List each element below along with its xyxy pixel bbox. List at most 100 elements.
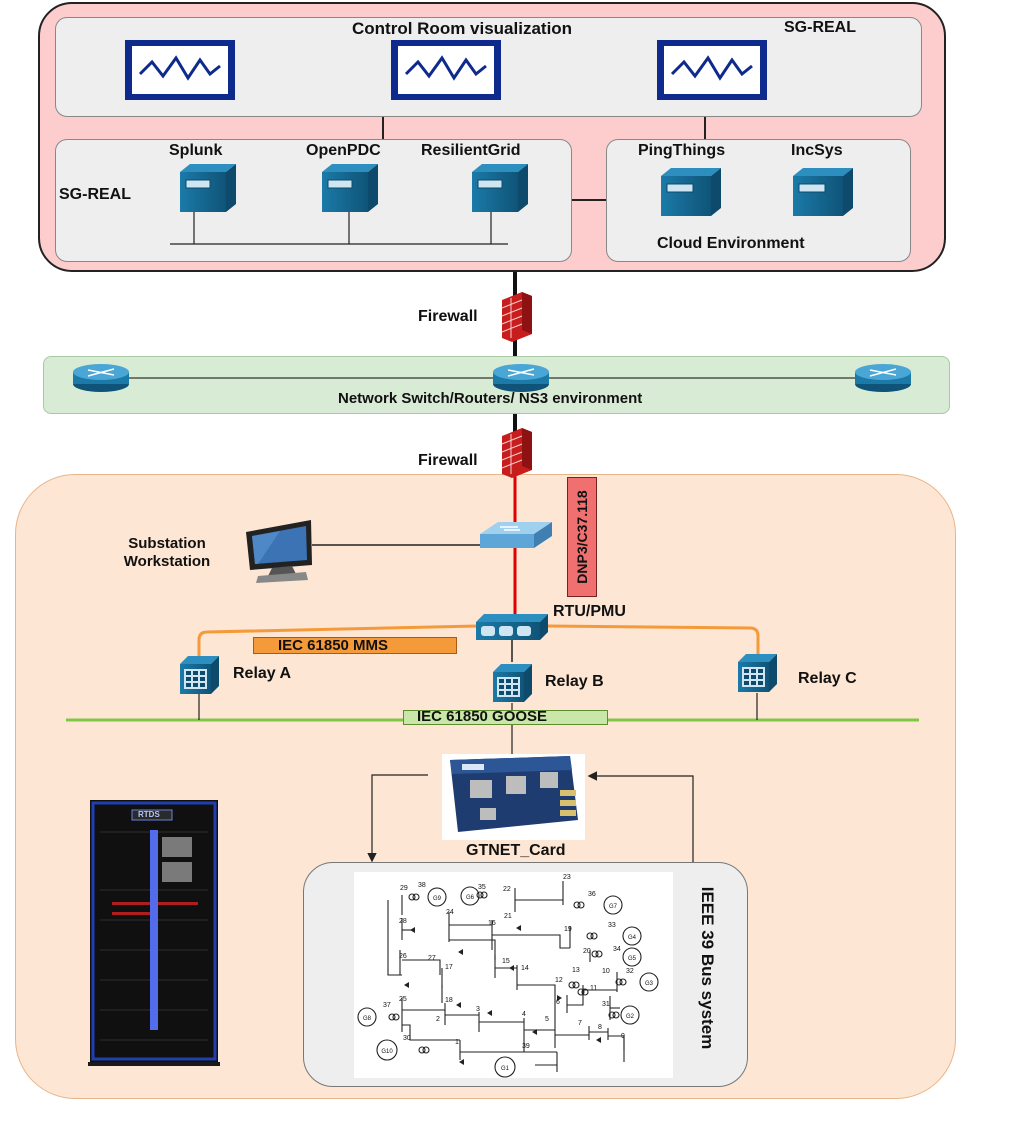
bus-number-17: 17 xyxy=(445,964,453,971)
server-label-incsys: IncSys xyxy=(791,142,843,159)
server-icon-pingthings xyxy=(661,168,721,216)
rtu-pmu-icon xyxy=(476,614,548,640)
generator-label-g9: G9 xyxy=(433,896,442,902)
workstation-icon xyxy=(246,520,312,583)
router-icon-center xyxy=(493,364,549,392)
bus-number-20: 20 xyxy=(583,948,591,955)
rtds-brand-label: RTDS xyxy=(138,810,160,819)
bus-number-1: 1 xyxy=(455,1039,459,1046)
server-label-splunk: Splunk xyxy=(169,142,223,159)
network-label: Network Switch/Routers/ NS3 environment xyxy=(338,390,643,407)
cloud-environment-panel xyxy=(606,139,911,262)
bus-number-37: 37 xyxy=(383,1002,391,1009)
gtnet-to-bus-arrow xyxy=(367,774,428,863)
bus-number-36: 36 xyxy=(588,891,596,898)
monitor-icon-3 xyxy=(657,40,767,100)
monitor-icon-2 xyxy=(391,40,501,100)
bus-number-5: 5 xyxy=(545,1016,549,1023)
relay-icon-c xyxy=(738,654,777,692)
bus-system-title: IEEE 39 Bus system xyxy=(698,886,717,1050)
switch-icon xyxy=(480,522,552,548)
gtnet-card-label: GTNET_Card xyxy=(466,842,566,859)
bus-to-gtnet-arrow xyxy=(587,771,694,862)
bus-number-25: 25 xyxy=(399,996,407,1003)
relay-a-label: Relay A xyxy=(233,665,292,682)
server-label-openpdc: OpenPDC xyxy=(306,142,381,159)
router-icon-left xyxy=(73,364,129,392)
bus-number-23: 23 xyxy=(563,874,571,881)
sg-real-top-label: SG-REAL xyxy=(784,19,856,36)
control-room-title: Control Room visualization xyxy=(352,19,573,38)
cloud-environment-label: Cloud Environment xyxy=(657,235,805,252)
bus-system-diagram-area xyxy=(354,872,673,1078)
bus-number-15: 15 xyxy=(502,958,510,965)
generator-label-g10: G10 xyxy=(381,1049,393,1055)
server-label-pingthings: PingThings xyxy=(638,142,726,159)
relay-b-label: Relay B xyxy=(545,673,604,690)
rtu-pmu-label: RTU/PMU xyxy=(553,603,626,620)
bus-number-21: 21 xyxy=(504,913,512,920)
bus-number-labels: 1234567891011121314151617181920212223242… xyxy=(383,874,634,1050)
server-icon-incsys xyxy=(793,168,853,216)
server-icon-openpdc xyxy=(322,164,378,212)
bus-number-3: 3 xyxy=(476,1006,480,1013)
bus-number-31: 31 xyxy=(602,1001,610,1008)
substation-workstation-label: Substation Workstation xyxy=(123,535,211,570)
goose-tag xyxy=(403,710,608,725)
gtnet-card-image xyxy=(442,754,585,840)
bus-number-12: 12 xyxy=(555,977,563,984)
bus-number-28: 28 xyxy=(399,918,407,925)
bus-number-14: 14 xyxy=(521,965,529,972)
generator-label-g6: G6 xyxy=(466,895,475,901)
generator-label-g7: G7 xyxy=(609,904,618,910)
bus-number-26: 26 xyxy=(399,953,407,960)
bus-number-2: 2 xyxy=(436,1016,440,1023)
bus-number-4: 4 xyxy=(522,1011,526,1018)
generator-label-g8: G8 xyxy=(363,1016,372,1022)
bus-number-29: 29 xyxy=(400,885,408,892)
firewall-label-bottom: Firewall xyxy=(418,452,478,469)
firewall-icon-bottom xyxy=(501,428,532,478)
mms-link-relay-a xyxy=(197,624,479,660)
sg-real-servers-label: SG-REAL xyxy=(59,186,131,203)
generator-label-g5: G5 xyxy=(628,956,637,962)
relay-icon-a xyxy=(180,656,219,694)
bus-number-11: 11 xyxy=(590,985,597,992)
bus-number-35: 35 xyxy=(478,884,486,891)
generator-label-g4: G4 xyxy=(628,935,637,941)
bus-number-16: 16 xyxy=(488,920,496,927)
firewall-label-top: Firewall xyxy=(418,308,478,325)
relay-c-label: Relay C xyxy=(798,670,857,687)
firewall-icon-top xyxy=(501,292,532,342)
generator-label-g1: G1 xyxy=(501,1066,510,1072)
server-label-resilientgrid: ResilientGrid xyxy=(421,142,521,159)
bus-number-34: 34 xyxy=(613,946,621,953)
rtds-rack-image xyxy=(88,800,220,1066)
bus-number-38: 38 xyxy=(418,882,426,889)
bus-number-39: 39 xyxy=(522,1043,530,1050)
generator-label-g2: G2 xyxy=(626,1014,635,1020)
relay-icon-b xyxy=(493,664,532,702)
mms-label: IEC 61850 MMS xyxy=(278,637,389,654)
monitor-icon-1 xyxy=(125,40,235,100)
bus-number-18: 18 xyxy=(445,997,453,1004)
dnp3-c37118-tag xyxy=(567,477,597,597)
router-icon-right xyxy=(855,364,911,392)
bus-number-8: 8 xyxy=(598,1024,602,1031)
bus-number-22: 22 xyxy=(503,886,511,893)
bus-number-6: 6 xyxy=(556,999,560,1006)
bus-number-32: 32 xyxy=(626,968,634,975)
bus-number-33: 33 xyxy=(608,922,616,929)
mms-tag xyxy=(253,637,457,654)
bus-number-19: 19 xyxy=(564,926,572,933)
server-icon-splunk xyxy=(180,164,236,212)
bus-number-9: 9 xyxy=(621,1033,625,1040)
bus-number-30: 30 xyxy=(403,1035,411,1042)
ieee-39-bus-diagram xyxy=(357,881,659,1078)
bus-number-7: 7 xyxy=(578,1020,582,1027)
server-icon-resilientgrid xyxy=(472,164,528,212)
goose-label: IEC 61850 GOOSE xyxy=(417,708,548,725)
bus-number-10: 10 xyxy=(602,968,610,975)
